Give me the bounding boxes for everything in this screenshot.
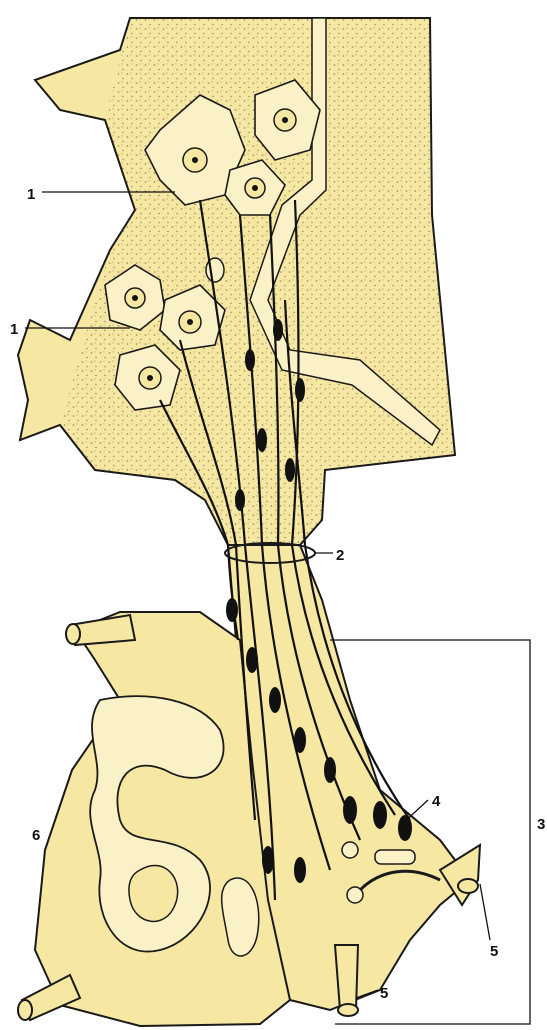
- vessel-bottom-right-opening: [338, 1004, 358, 1016]
- neuron-nucleolus: [252, 185, 258, 191]
- label-4: 4: [432, 793, 441, 810]
- neuron-nucleolus: [282, 117, 288, 123]
- herring-body: [324, 757, 336, 783]
- leader-5a: [480, 884, 490, 940]
- herring-body: [269, 687, 281, 713]
- capillary: [342, 842, 358, 858]
- label-5-right: 5: [490, 943, 498, 960]
- gland-cords-inner: [129, 865, 178, 921]
- herring-body: [294, 727, 306, 753]
- herring-body: [273, 319, 283, 341]
- label-3: 3: [537, 816, 545, 833]
- vessel-bottom-left-opening: [18, 1000, 32, 1020]
- neuron-nucleolus: [147, 375, 153, 381]
- label-5-bottom: 5: [380, 985, 388, 1002]
- label-2: 2: [336, 547, 344, 564]
- herring-body: [226, 598, 238, 622]
- herring-body: [398, 815, 412, 841]
- herring-body: [257, 428, 267, 452]
- label-1-lower: 1: [10, 321, 18, 338]
- label-6: 6: [32, 827, 40, 844]
- neuron-nucleolus: [187, 319, 193, 325]
- vessel-right-opening: [458, 879, 478, 893]
- herring-body: [246, 647, 258, 673]
- herring-body: [294, 857, 306, 883]
- herring-body: [285, 458, 295, 482]
- vessel-bottom-right: [335, 945, 358, 1010]
- capillary: [375, 850, 415, 864]
- herring-body: [245, 349, 255, 371]
- herring-body: [373, 801, 387, 829]
- neuron-nucleolus: [132, 295, 138, 301]
- label-1-upper: 1: [27, 186, 35, 203]
- neuron-nucleolus: [192, 157, 198, 163]
- herring-body: [262, 846, 274, 874]
- vessel-top-left-opening: [66, 624, 80, 644]
- herring-body: [343, 796, 357, 824]
- herring-body: [295, 378, 305, 402]
- herring-body: [235, 489, 245, 511]
